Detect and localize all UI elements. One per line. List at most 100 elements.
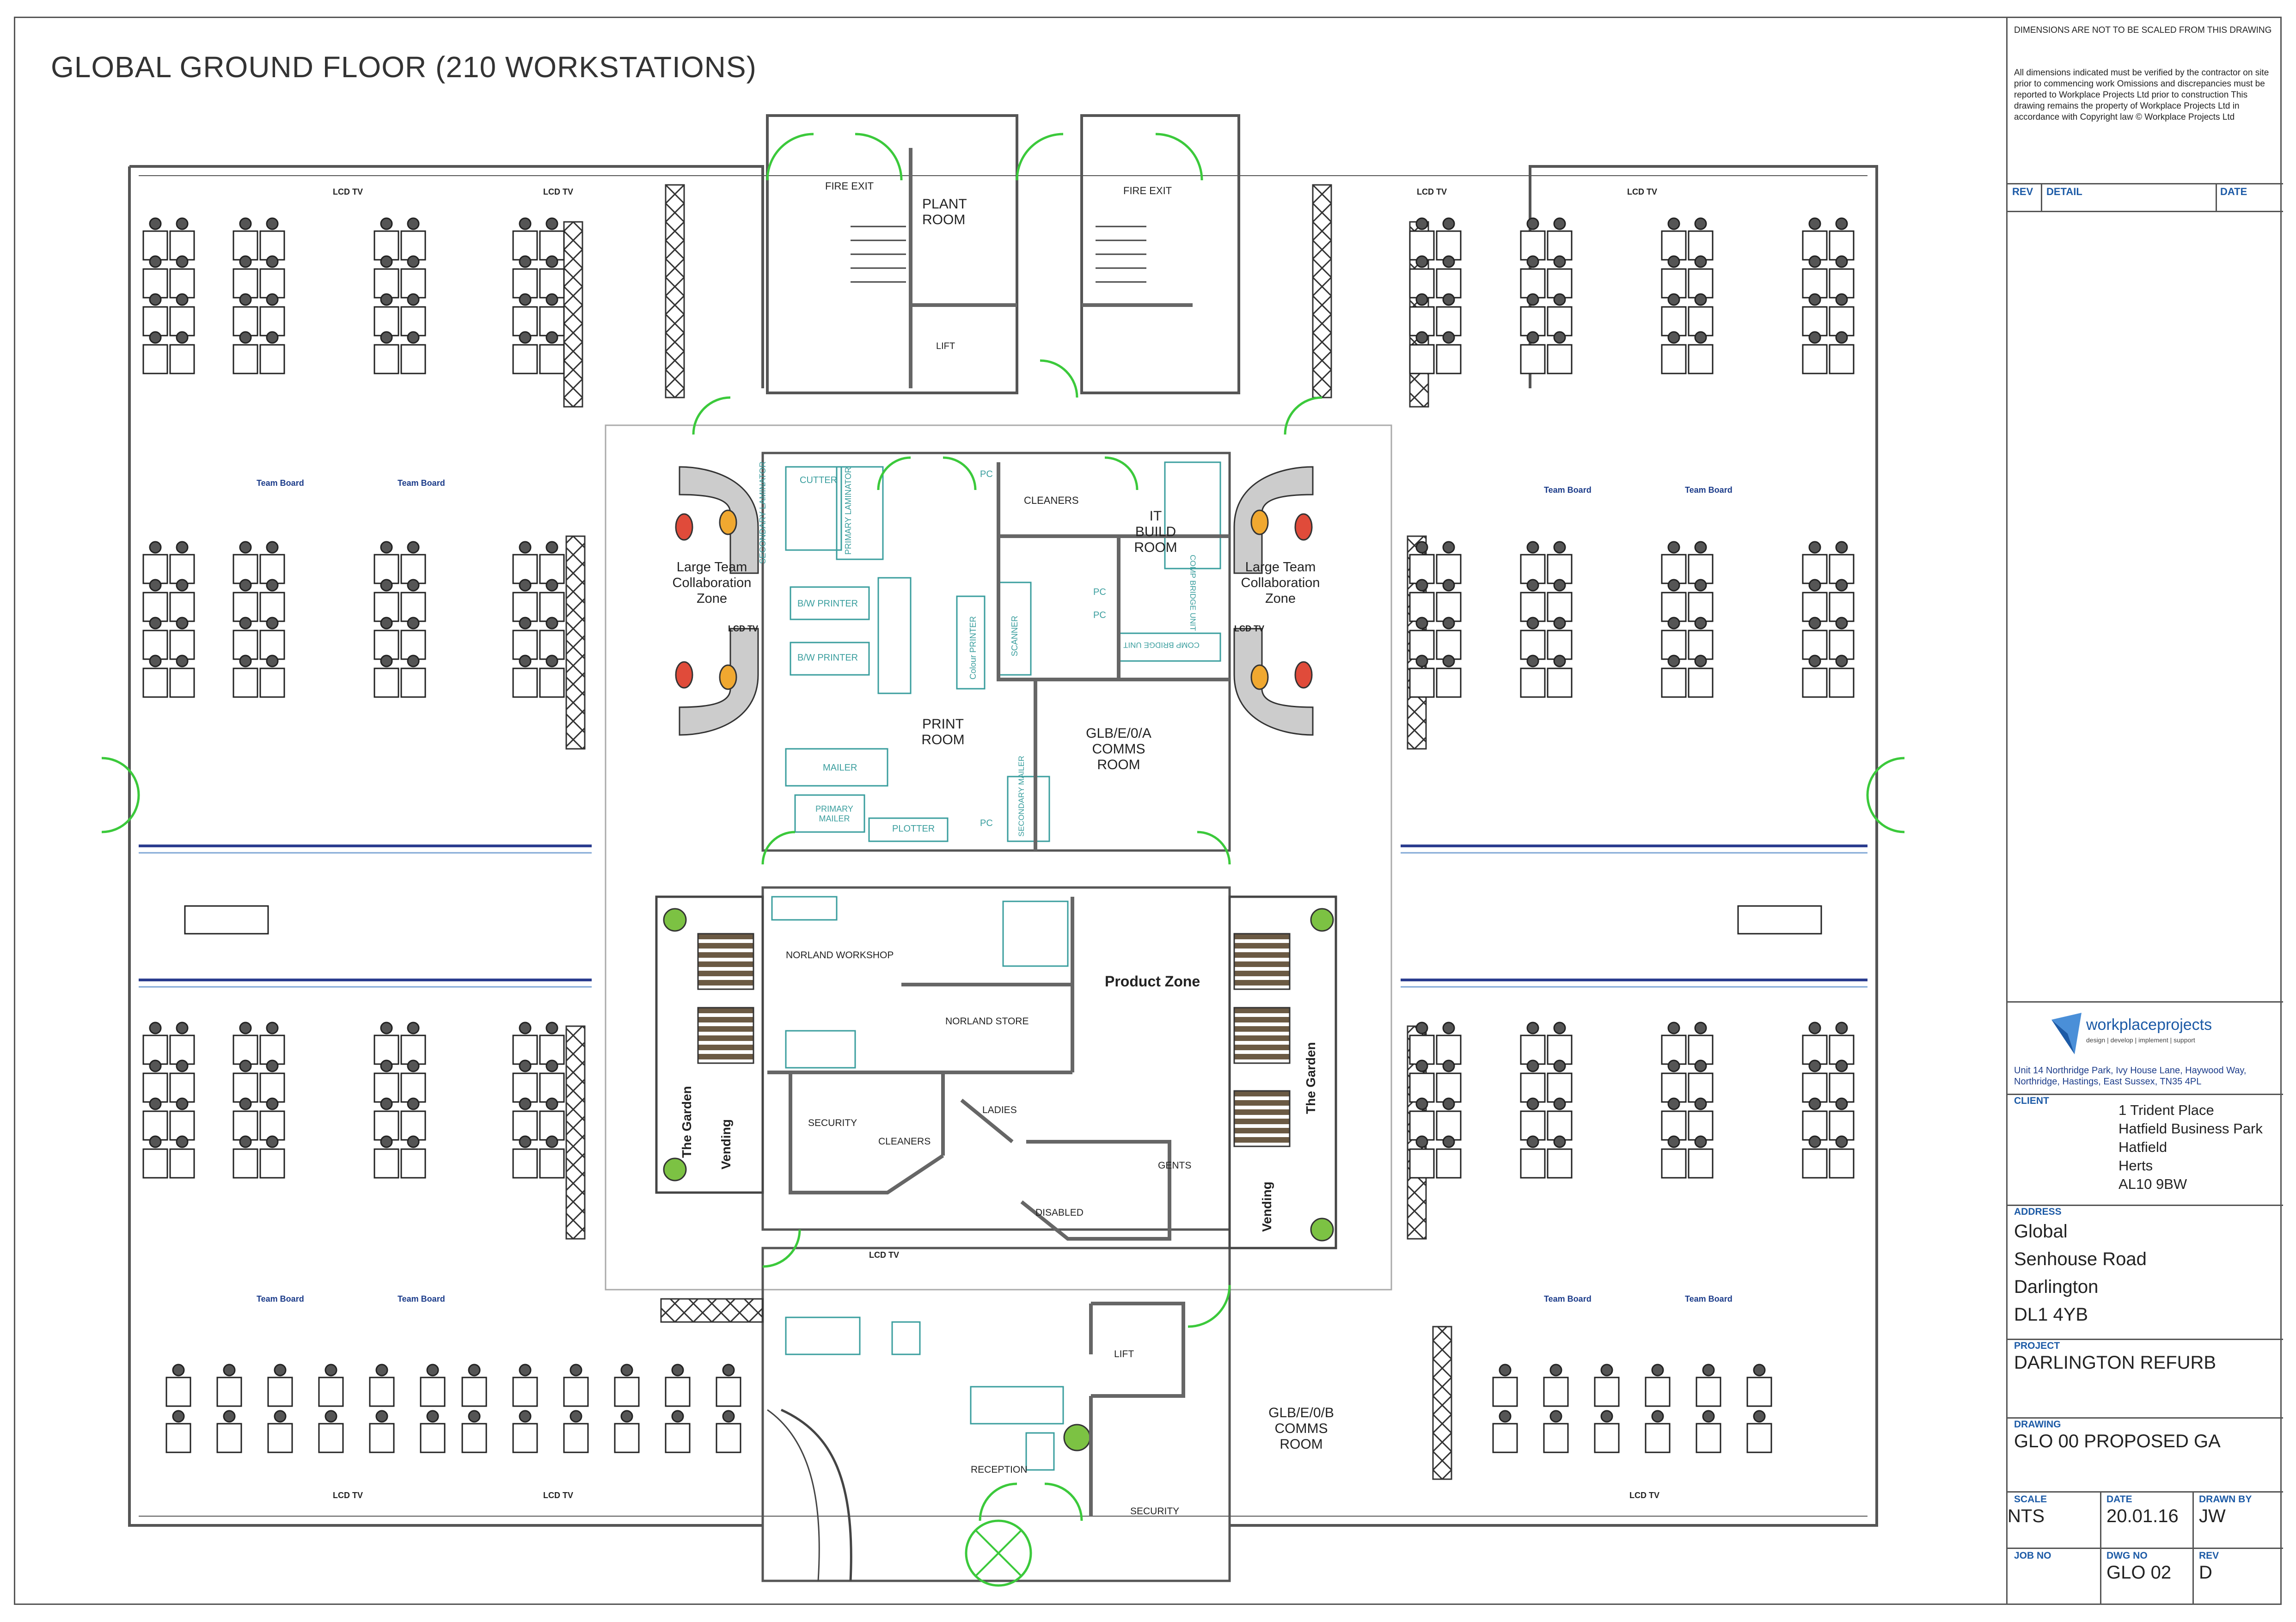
desk: [716, 1377, 741, 1407]
company-logo: [2049, 1010, 2086, 1057]
chair: [1442, 541, 1455, 554]
desk: [1436, 1148, 1462, 1179]
chair: [1808, 1135, 1821, 1148]
label-team-board: Team Board: [398, 1294, 445, 1304]
chair: [380, 1022, 393, 1034]
desk: [512, 667, 538, 698]
desk: [400, 230, 426, 261]
desk: [1696, 1423, 1721, 1453]
project-value: DARLINGTON REFURB: [2014, 1353, 2216, 1373]
chair: [1526, 217, 1539, 230]
company-address: Unit 14 Northridge Park, Ivy House Lane,…: [2014, 1065, 2247, 1087]
desk: [369, 1377, 395, 1407]
chair: [1600, 1364, 1613, 1377]
desk: [233, 1072, 258, 1103]
chair: [1667, 655, 1680, 667]
chair: [149, 579, 162, 592]
desk: [318, 1423, 344, 1453]
label-lcd-tv: LCD TV: [1417, 187, 1447, 196]
chair: [1651, 1364, 1664, 1377]
desk: [1802, 230, 1828, 261]
label-team-board: Team Board: [257, 478, 304, 488]
chair: [1553, 1022, 1566, 1034]
desk: [142, 1148, 168, 1179]
chair: [266, 1022, 279, 1034]
chair: [1415, 655, 1428, 667]
chair: [1415, 1059, 1428, 1072]
chair: [407, 541, 420, 554]
desk: [1547, 268, 1573, 299]
chair: [149, 217, 162, 230]
chair: [1835, 255, 1848, 268]
chair: [1553, 331, 1566, 344]
desk: [169, 1034, 195, 1065]
chair: [1694, 579, 1707, 592]
chair: [519, 331, 532, 344]
chair: [1835, 293, 1848, 306]
chair: [1835, 217, 1848, 230]
chair: [1667, 1022, 1680, 1034]
desk: [563, 1377, 589, 1407]
chair: [325, 1410, 337, 1423]
chair: [1808, 293, 1821, 306]
chair: [1753, 1410, 1766, 1423]
chair: [266, 293, 279, 306]
label-vending-left: Vending: [719, 1119, 733, 1169]
workstations: [142, 217, 1855, 1453]
desk: [1547, 1148, 1573, 1179]
chair: [407, 217, 420, 230]
address-caption: ADDRESS: [2014, 1206, 2062, 1217]
chair: [266, 255, 279, 268]
label-team-board: Team Board: [1685, 485, 1733, 495]
chair: [1553, 255, 1566, 268]
desk: [1688, 1148, 1714, 1179]
desk: [1409, 1034, 1435, 1065]
chair: [176, 655, 189, 667]
chair: [266, 1059, 279, 1072]
chair: [519, 1097, 532, 1110]
chair: [176, 1135, 189, 1148]
desk: [1543, 1377, 1569, 1407]
desk: [1688, 667, 1714, 698]
label-security-bottom: SECURITY: [1130, 1506, 1180, 1517]
desk: [539, 554, 565, 584]
chair: [407, 1135, 420, 1148]
chair: [176, 255, 189, 268]
label-team-board: Team Board: [1685, 1294, 1733, 1304]
desk: [373, 667, 399, 698]
desk: [512, 1148, 538, 1179]
desk: [539, 268, 565, 299]
chair: [380, 255, 393, 268]
chair: [239, 217, 252, 230]
chair: [266, 617, 279, 630]
chair: [519, 1410, 532, 1423]
chair: [722, 1410, 735, 1423]
chair: [1808, 255, 1821, 268]
drawn-caption: DRAWN BY: [2199, 1494, 2252, 1505]
interior-walls: [767, 148, 1230, 1516]
desk: [1645, 1423, 1671, 1453]
chair: [1549, 1410, 1562, 1423]
desk: [142, 1034, 168, 1065]
desk: [1829, 306, 1855, 337]
chair: [545, 1022, 558, 1034]
label-cutter: CUTTER: [800, 475, 838, 485]
desk: [400, 1072, 426, 1103]
chair: [380, 217, 393, 230]
chair: [239, 331, 252, 344]
chair: [1553, 617, 1566, 630]
desk: [369, 1423, 395, 1453]
chair: [1442, 617, 1455, 630]
desk: [1688, 592, 1714, 622]
desk: [1829, 667, 1855, 698]
desk: [259, 667, 285, 698]
label-lcd-tv: LCD TV: [543, 187, 573, 196]
chair: [1415, 1097, 1428, 1110]
desk: [1436, 630, 1462, 660]
desk: [233, 554, 258, 584]
desk: [259, 268, 285, 299]
chair: [722, 1364, 735, 1377]
label-team-board: Team Board: [1544, 485, 1592, 495]
chair: [519, 217, 532, 230]
chair: [545, 541, 558, 554]
